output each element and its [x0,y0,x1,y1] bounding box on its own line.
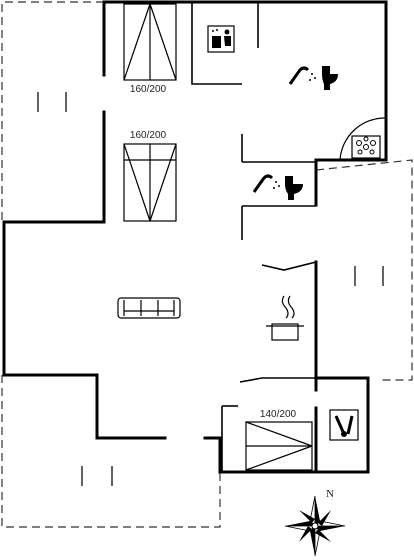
toilet-icon [322,66,338,90]
bed-2 [123,143,177,222]
sauna-icon [207,25,235,53]
bed-1 [123,3,177,81]
sofa-icon [117,297,181,319]
spa-bath-icon [351,135,381,159]
door-swing [339,117,387,161]
terrace-ticks [37,92,384,486]
washing-machine-icon [329,409,359,441]
compass-rose-icon [284,495,346,557]
terrace-outlines [1,1,413,528]
north-label: N [326,488,334,500]
shower-icon [252,174,280,193]
shower-icon [288,66,316,85]
walls [2,0,388,474]
cooking-pot-icon [266,295,304,341]
bed-size-label: 160/200 [130,130,167,141]
interior-walls [191,2,317,472]
bed-size-label: 160/200 [130,84,167,95]
toilet-icon [285,176,303,200]
bed-size-label: 140/200 [260,409,297,420]
bed-3 [245,421,313,471]
